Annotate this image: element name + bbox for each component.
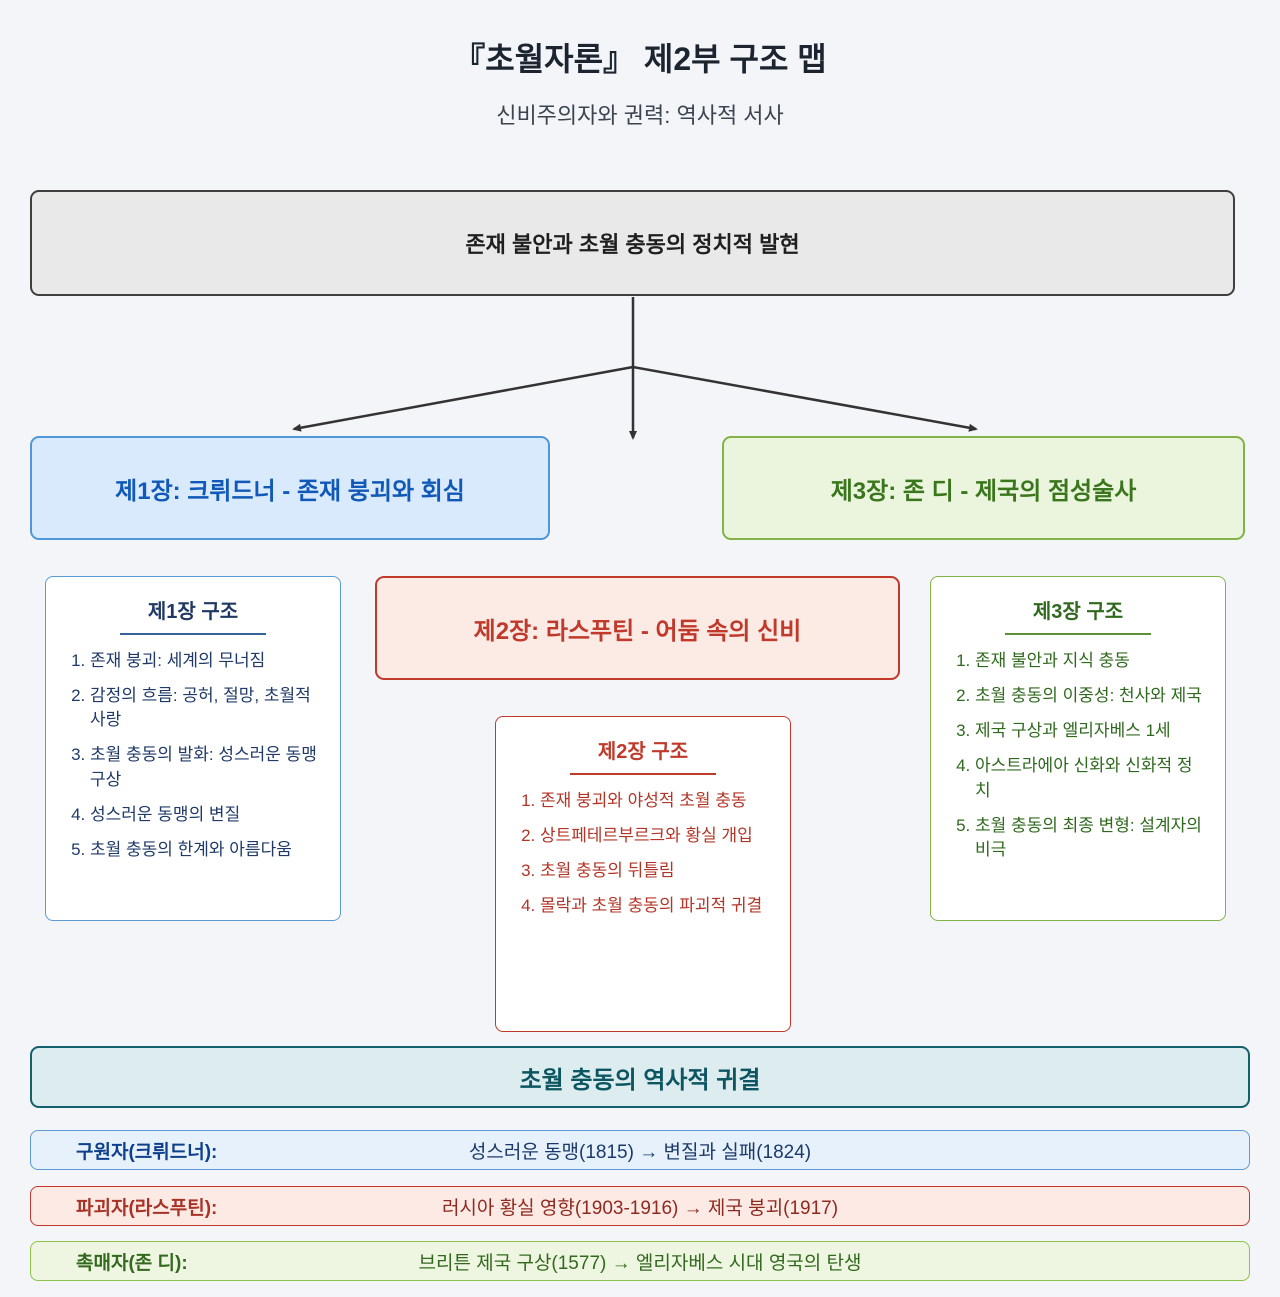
structure-item: 아스트라에아 신화와 신화적 정치 [975, 754, 1207, 802]
structure-item: 존재 불안과 지식 충동 [975, 649, 1207, 673]
structure-item: 성스러운 동맹의 변질 [90, 803, 322, 827]
structure-item: 상트페테르부르크와 황실 개입 [540, 824, 772, 848]
structure-item: 감정의 흐름: 공허, 절망, 초월적 사랑 [90, 684, 322, 732]
outcome-header: 초월 충동의 역사적 귀결 [30, 1046, 1250, 1108]
chapter2-label: 제2장: 라스푸틴 - 어둠 속의 신비 [473, 617, 802, 645]
structure-item: 존재 붕괴: 세계의 무너짐 [90, 649, 322, 673]
chapter3-structure-list: 존재 불안과 지식 충동 초월 충동의 이중성: 천사와 제국 제국 구상과 엘… [945, 649, 1211, 862]
root-node: 존재 불안과 초월 충동의 정치적 발현 [30, 190, 1235, 296]
outcome-row-label: 파괴자(라스푸틴): [76, 1197, 218, 1219]
structure-item: 몰락과 초월 충동의 파괴적 귀결 [540, 894, 772, 918]
page-title: 『초월자론』 제2부 구조 맵 [453, 41, 827, 77]
outcome-row-label: 촉매자(존 디): [76, 1252, 188, 1274]
page-subtitle: 신비주의자와 권력: 역사적 서사 [496, 103, 784, 128]
chapter1-structure-title: 제1장 구조 [119, 595, 267, 635]
chapter3-structure-panel: 제3장 구조 존재 불안과 지식 충동 초월 충동의 이중성: 천사와 제국 제… [930, 576, 1226, 921]
chapter1-node: 제1장: 크뤼드너 - 존재 붕괴와 회심 [30, 436, 550, 540]
outcome-row-savior: 성스러운 동맹(1815) → 변질과 실패(1824) 구원자(크뤼드너): [30, 1130, 1250, 1170]
outcome-row-destroyer: 러시아 황실 영향(1903-1916) → 제국 붕괴(1917) 파괴자(라… [30, 1186, 1250, 1226]
outcome-row-value: 러시아 황실 영향(1903-1916) → 제국 붕괴(1917) [441, 1197, 839, 1219]
chapter2-structure-list: 존재 붕괴와 야성적 초월 충동 상트페테르부르크와 황실 개입 초월 충동의 … [510, 789, 776, 919]
outcome-row-catalyst: 브리튼 제국 구상(1577) → 엘리자베스 시대 영국의 탄생 촉매자(존 … [30, 1241, 1250, 1281]
chapter1-structure-list: 존재 붕괴: 세계의 무너짐 감정의 흐름: 공허, 절망, 초월적 사랑 초월… [60, 649, 326, 862]
chapter2-structure-panel: 제2장 구조 존재 붕괴와 야성적 초월 충동 상트페테르부르크와 황실 개입 … [495, 716, 791, 1032]
chapter3-node: 제3장: 존 디 - 제국의 점성술사 [722, 436, 1245, 540]
chapter2-node: 제2장: 라스푸틴 - 어둠 속의 신비 [375, 576, 900, 680]
structure-item: 초월 충동의 발화: 성스러운 동맹 구상 [90, 743, 322, 791]
outcome-title: 초월 충동의 역사적 귀결 [519, 1066, 761, 1094]
structure-item: 초월 충동의 한계와 아름다움 [90, 838, 322, 862]
outcome-row-value: 성스러운 동맹(1815) → 변질과 실패(1824) [468, 1141, 812, 1163]
structure-item: 초월 충동의 이중성: 천사와 제국 [975, 684, 1207, 708]
root-node-label: 존재 불안과 초월 충동의 정치적 발현 [465, 232, 800, 257]
chapter3-structure-title: 제3장 구조 [1004, 595, 1152, 635]
chapter2-structure-title: 제2장 구조 [569, 735, 717, 775]
structure-item: 초월 충동의 뒤틀림 [540, 859, 772, 883]
outcome-row-label: 구원자(크뤼드너): [76, 1141, 218, 1163]
chapter1-structure-panel: 제1장 구조 존재 붕괴: 세계의 무너짐 감정의 흐름: 공허, 절망, 초월… [45, 576, 341, 921]
chapter1-label: 제1장: 크뤼드너 - 존재 붕괴와 회심 [115, 477, 465, 505]
outcome-row-value: 브리튼 제국 구상(1577) → 엘리자베스 시대 영국의 탄생 [418, 1252, 862, 1274]
structure-item: 제국 구상과 엘리자베스 1세 [975, 719, 1207, 743]
chapter3-label: 제3장: 존 디 - 제국의 점성술사 [830, 477, 1137, 505]
structure-item: 초월 충동의 최종 변형: 설계자의 비극 [975, 814, 1207, 862]
structure-item: 존재 붕괴와 야성적 초월 충동 [540, 789, 772, 813]
